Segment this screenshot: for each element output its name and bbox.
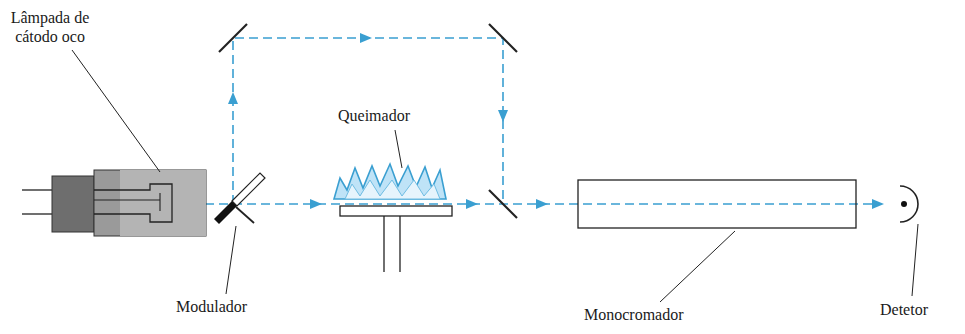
- mirror: [219, 24, 517, 218]
- part-label: Detetor: [880, 300, 928, 319]
- light-beam: [205, 38, 880, 204]
- part-label: Lâmpada de cátodo oco: [4, 8, 96, 46]
- hollow-cathode-lamp: [22, 170, 206, 236]
- modulator: [214, 173, 265, 224]
- monochromator-box: [578, 180, 856, 228]
- leader-line: [72, 50, 918, 302]
- burner: [334, 164, 452, 272]
- detector: [900, 186, 918, 222]
- part-label: Modulador: [176, 297, 247, 316]
- part-label: Monocromador: [584, 305, 684, 324]
- part-label: Queimador: [338, 106, 410, 125]
